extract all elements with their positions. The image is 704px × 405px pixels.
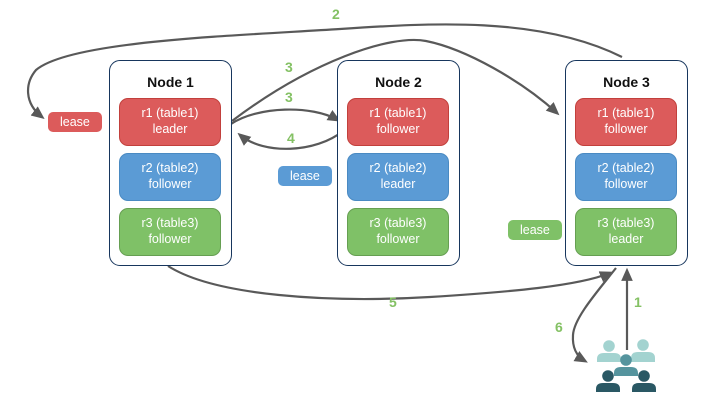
arrow-step-3-leader-to-node2 bbox=[230, 108, 341, 125]
node-2: Node 2 r1 (table1) follower r2 (table2) … bbox=[337, 60, 460, 266]
replica-role: leader bbox=[608, 232, 644, 246]
node2-replica-r3: r3 (table3) follower bbox=[347, 208, 449, 256]
users-icon bbox=[596, 339, 656, 392]
replica-role: follower bbox=[604, 122, 648, 136]
step-label-3a: 3 bbox=[285, 59, 293, 75]
node1-replica-r2: r2 (table2) follower bbox=[119, 153, 221, 201]
node1-replica-r3: r3 (table3) follower bbox=[119, 208, 221, 256]
node2-replica-r2: r2 (table2) leader bbox=[347, 153, 449, 201]
replica-label: r1 (table1) bbox=[141, 106, 199, 121]
node-3-title: Node 3 bbox=[603, 74, 650, 90]
replica-label: r2 (table2) bbox=[369, 161, 427, 176]
node2-replica-r1: r1 (table1) follower bbox=[347, 98, 449, 146]
replica-label: r2 (table2) bbox=[597, 161, 655, 176]
node-1-title: Node 1 bbox=[147, 74, 194, 90]
step-label-6: 6 bbox=[555, 319, 563, 335]
step-label-1: 1 bbox=[634, 294, 642, 310]
lease-badge-r1: lease bbox=[48, 112, 102, 132]
node3-replica-r3: r3 (table3) leader bbox=[575, 208, 677, 256]
replica-role: follower bbox=[376, 232, 420, 246]
node-1: Node 1 r1 (table1) leader r2 (table2) fo… bbox=[109, 60, 232, 266]
replica-role: follower bbox=[376, 122, 420, 136]
step-label-2: 2 bbox=[332, 6, 340, 22]
node-2-title: Node 2 bbox=[375, 74, 422, 90]
node-3: Node 3 r1 (table1) follower r2 (table2) … bbox=[565, 60, 688, 266]
lease-badge-r3: lease bbox=[508, 220, 562, 240]
replica-role: follower bbox=[604, 177, 648, 191]
replica-role: follower bbox=[148, 177, 192, 191]
step-label-5: 5 bbox=[389, 294, 397, 310]
replica-label: r3 (table3) bbox=[369, 216, 427, 231]
step-label-3b: 3 bbox=[285, 89, 293, 105]
step-label-4: 4 bbox=[287, 130, 295, 146]
replica-label: r2 (table2) bbox=[141, 161, 199, 176]
replica-label: r3 (table3) bbox=[597, 216, 655, 231]
replica-label: r1 (table1) bbox=[597, 106, 655, 121]
replica-label: r3 (table3) bbox=[141, 216, 199, 231]
replica-role: leader bbox=[380, 177, 416, 191]
node1-replica-r1: r1 (table1) leader bbox=[119, 98, 221, 146]
node3-replica-r1: r1 (table1) follower bbox=[575, 98, 677, 146]
replica-label: r1 (table1) bbox=[369, 106, 427, 121]
replica-role: follower bbox=[148, 232, 192, 246]
replica-role: leader bbox=[152, 122, 188, 136]
lease-badge-r2: lease bbox=[278, 166, 332, 186]
node3-replica-r2: r2 (table2) follower bbox=[575, 153, 677, 201]
